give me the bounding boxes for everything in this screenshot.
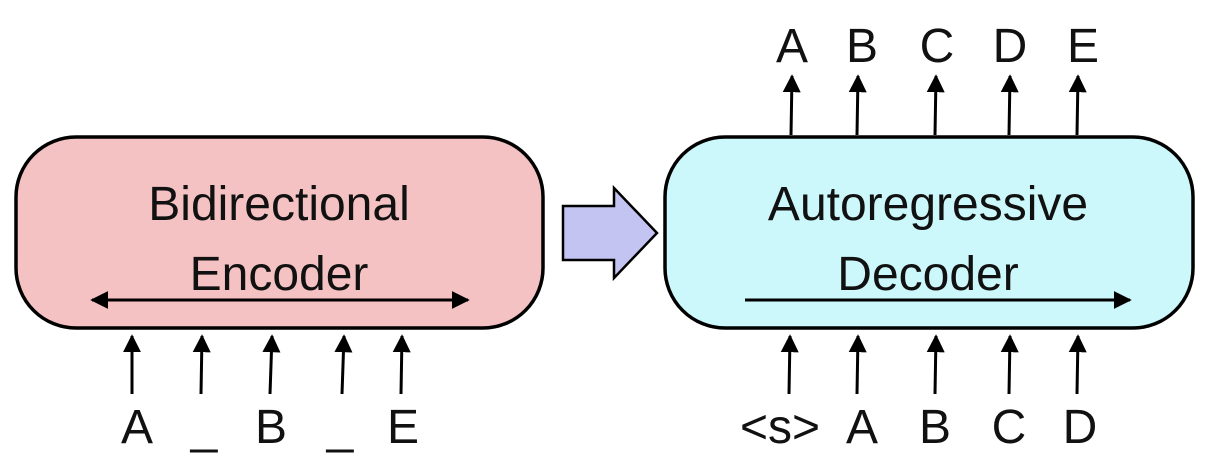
encoder-title-line2: Encoder <box>190 248 369 301</box>
encoder-input-arrow <box>392 334 411 395</box>
encoder-input-arrow <box>262 334 281 395</box>
decoder-input-token: B <box>919 401 951 454</box>
encoder-input-token: B <box>255 401 287 454</box>
decoder-input-token: <s> <box>740 401 820 454</box>
decoder-output-token: B <box>846 20 878 73</box>
decoder-output-arrow <box>1068 74 1087 136</box>
decoder-input-arrow <box>1000 334 1019 395</box>
decoder-output-tokens: A B C D E <box>776 20 1099 73</box>
decoder-output-arrow <box>1000 74 1019 136</box>
encoder-input-arrows <box>123 334 411 395</box>
decoder-title-line2: Decoder <box>837 248 1018 301</box>
decoder-input-arrows <box>780 334 1087 395</box>
decoder-input-token: D <box>1063 401 1098 454</box>
decoder-input-arrow <box>780 334 799 395</box>
encoder-title-line1: Bidirectional <box>148 178 409 231</box>
decoder-input-token: A <box>846 401 878 454</box>
decoder-output-arrow <box>782 74 801 136</box>
encoder-input-token: _ <box>190 401 219 454</box>
decoder-title-line1: Autoregressive <box>768 178 1088 231</box>
decoder-input-token: C <box>992 401 1027 454</box>
encoder-block: Bidirectional Encoder <box>14 135 545 330</box>
decoder-input-tokens: <s> A B C D <box>740 401 1097 454</box>
decoder-input-arrow <box>1068 334 1087 395</box>
encoder-input-tokens: A _ B _ E <box>121 401 419 454</box>
transition-arrow <box>561 184 659 282</box>
encoder-input-arrow <box>192 334 211 395</box>
decoder-box <box>663 135 1195 330</box>
encoder-input-token: E <box>387 401 419 454</box>
decoder-output-arrow <box>848 74 867 136</box>
encoder-input-token: _ <box>326 401 355 454</box>
decoder-output-token: E <box>1067 20 1099 73</box>
encoder-box <box>14 135 545 330</box>
decoder-output-token: C <box>920 20 955 73</box>
decoder-input-arrow <box>926 334 945 395</box>
decoder-output-arrow <box>926 74 945 136</box>
decoder-block: Autoregressive Decoder <box>663 135 1195 330</box>
encoder-input-arrow <box>334 334 353 395</box>
decoder-output-token: A <box>776 20 808 73</box>
decoder-input-arrow <box>848 334 867 395</box>
decoder-output-arrows <box>782 74 1087 136</box>
encoder-input-token: A <box>121 401 153 454</box>
decoder-output-token: D <box>993 20 1028 73</box>
